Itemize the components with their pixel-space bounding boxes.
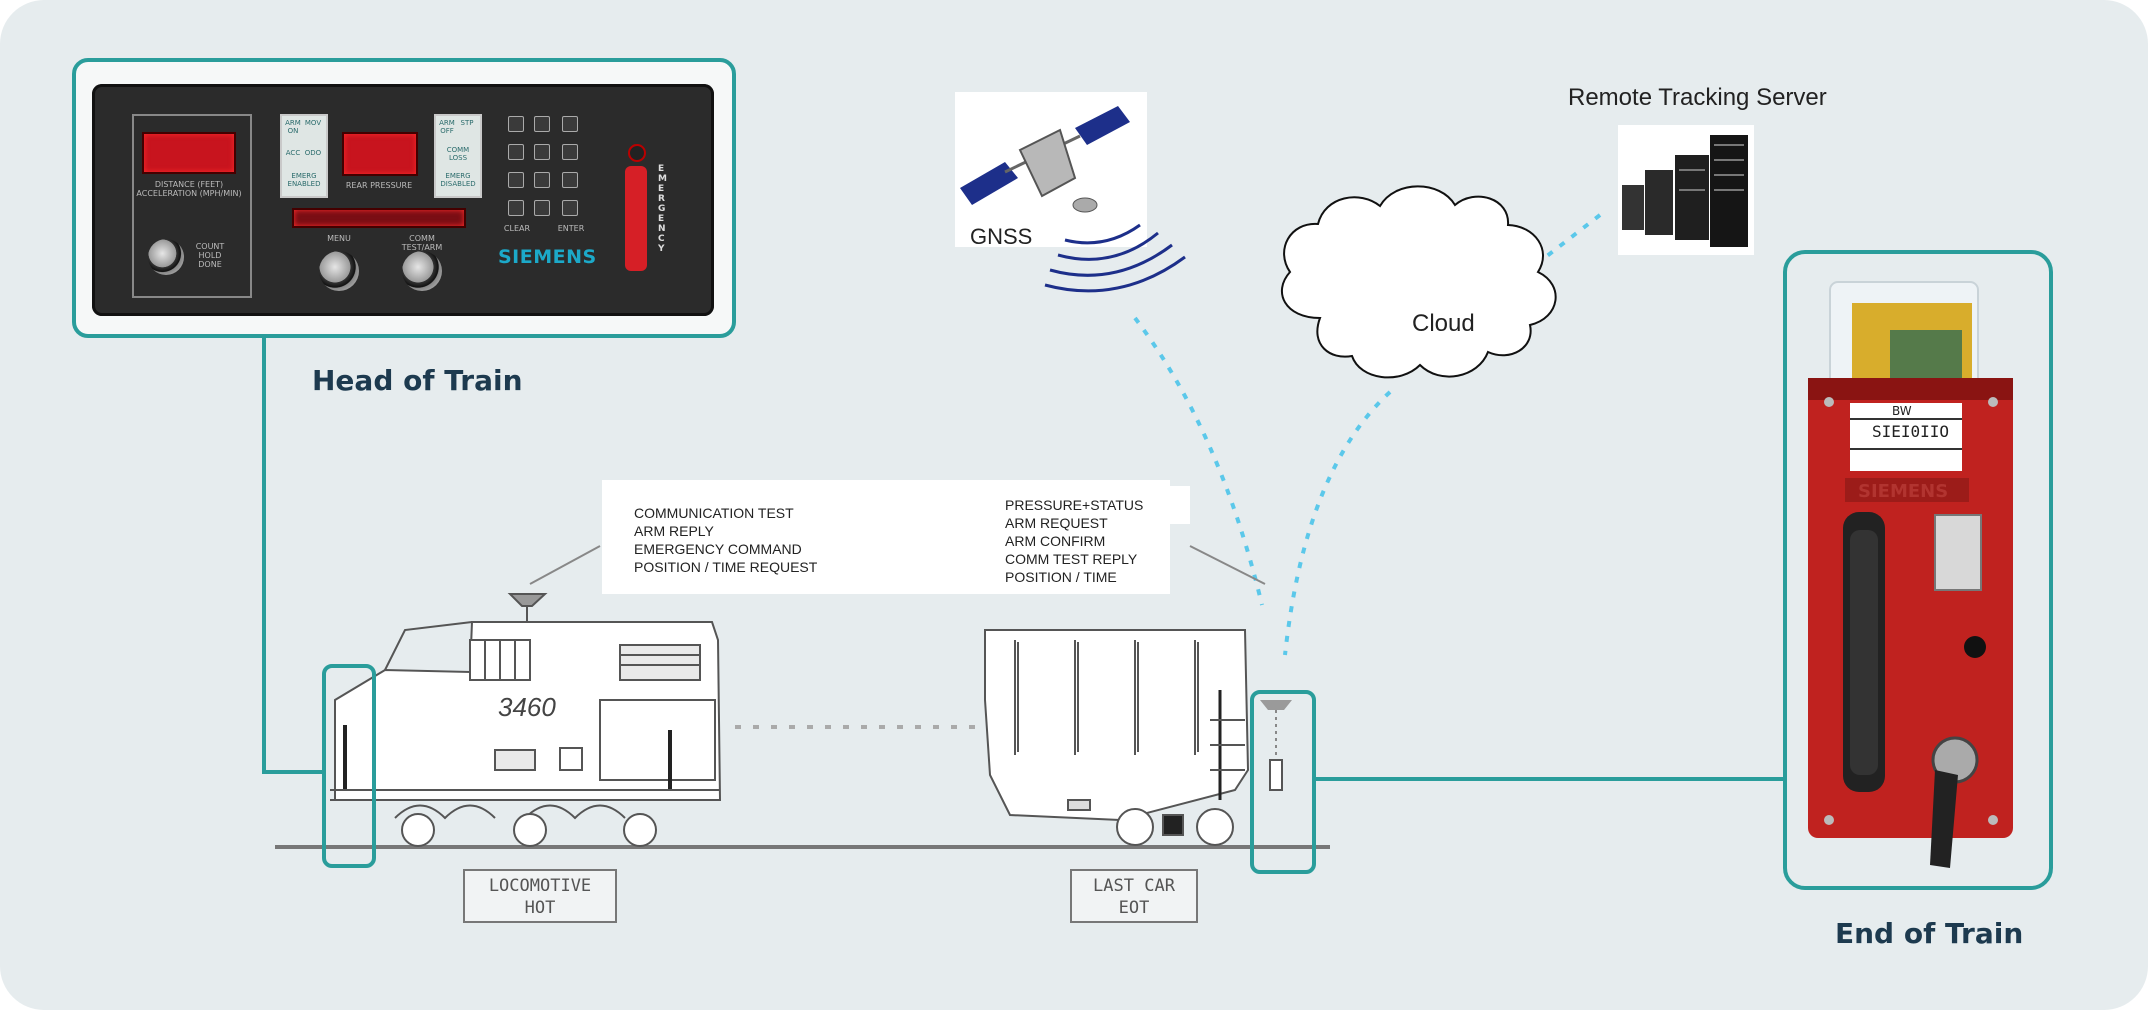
last-car-label-line2: EOT: [1118, 898, 1150, 918]
gnss-signal-link: [1133, 316, 1264, 606]
cloud-shape: [1280, 185, 1557, 379]
message-comm-test: COMMUNICATION TEST: [634, 505, 794, 521]
key-9[interactable]: [562, 172, 578, 188]
rear-pressure-label: REAR PRESSURE: [345, 181, 413, 190]
key-1[interactable]: [508, 116, 524, 132]
hot-message-list: COMMUNICATION TEST ARM REPLY EMERGENCY C…: [634, 504, 817, 576]
enter-label: ENTER: [557, 224, 585, 233]
key-8[interactable]: [534, 172, 550, 188]
emergency-handle[interactable]: [625, 166, 647, 271]
eot-model-label: BW: [1892, 404, 1912, 418]
status-acc: ACC: [285, 149, 301, 157]
eot-marker: [1260, 700, 1292, 710]
gnss-label: GNSS: [970, 224, 1033, 249]
eot-message-pointer: [1189, 545, 1266, 585]
last-car-label: LAST CAR EOT: [1070, 869, 1198, 923]
status-comm-loss: COMM LOSS: [446, 146, 470, 162]
distance-display-section: [132, 114, 252, 298]
key-yes[interactable]: [562, 200, 578, 216]
hot-panel: DISTANCE (FEET) ACCELERATION (MPH/MIN) C…: [92, 84, 714, 316]
status-stp: STP: [460, 119, 474, 127]
status-emerg-enabled: EMERG ENABLED: [287, 172, 321, 188]
comm-test-label: COMM TEST/ARM: [401, 234, 443, 252]
remote-server-label: Remote Tracking Server: [1568, 84, 1827, 111]
server-rack-drawing: [1618, 125, 1754, 255]
eot-message-list: PRESSURE+STATUS ARM REQUEST ARM CONFIRM …: [1005, 496, 1143, 586]
menu-knob[interactable]: [319, 251, 359, 291]
key-5[interactable]: [534, 144, 550, 160]
last-car-label-line1: LAST CAR: [1093, 876, 1175, 896]
key-bs[interactable]: [508, 200, 524, 216]
hopper-car-drawing: [984, 629, 1250, 846]
cloud-signal-link: [1283, 390, 1392, 656]
count-label: COUNT HOLD DONE: [195, 242, 225, 269]
message-emergency-command: EMERGENCY COMMAND: [634, 541, 802, 557]
status-emerg-disabled: EMERG DISABLED: [440, 172, 476, 188]
message-pressure-status: PRESSURE+STATUS: [1005, 497, 1144, 513]
status-odo: ODO: [304, 149, 322, 157]
hot-highlight-frame: [322, 664, 376, 868]
message-position-time-request: POSITION / TIME REQUEST: [634, 559, 818, 575]
distance-label: DISTANCE (FEET) ACCELERATION (MPH/MIN): [136, 180, 242, 198]
eot-device-drawing: [1808, 281, 2013, 868]
message-comm-test-reply: COMM TEST REPLY: [1005, 551, 1138, 567]
status-arm-on: ARM ON: [285, 119, 301, 135]
message-display: [292, 208, 466, 228]
message-arm-request: ARM REQUEST: [1005, 515, 1108, 531]
comm-test-knob[interactable]: [402, 251, 442, 291]
locomotive-label-line2: HOT: [524, 898, 556, 918]
locomotive-drawing: [330, 593, 722, 847]
gnss-satellite-drawing: [955, 92, 1186, 293]
eot-device-frame: [1783, 250, 2053, 890]
locomotive-label: LOCOMOTIVE HOT: [463, 869, 617, 923]
hot-connector-line: [262, 336, 324, 774]
eot-plate-label: SIEI0IIO: [1872, 422, 1950, 441]
end-of-train-heading: End of Train: [1835, 917, 2024, 950]
clear-label: CLEAR: [503, 224, 531, 233]
message-arm-confirm: ARM CONFIRM: [1005, 533, 1106, 549]
key-6[interactable]: [562, 144, 578, 160]
key-3[interactable]: [562, 116, 578, 132]
key-4[interactable]: [508, 144, 524, 160]
eot-highlight-frame: [1250, 690, 1316, 874]
hot-message-pointer: [529, 545, 601, 585]
menu-label: MENU: [327, 234, 351, 243]
eot-brand-label: SIEMENS: [1858, 481, 1949, 502]
key-0[interactable]: [534, 200, 550, 216]
messages-panel: COMMUNICATION TEST ARM REPLY EMERGENCY C…: [602, 480, 1170, 594]
status-grid-left: ARM ON MOV ACC ODO EMERG ENABLED: [280, 114, 328, 198]
hot-brand: SIEMENS: [498, 246, 597, 268]
head-of-train-heading: Head of Train: [312, 364, 523, 397]
status-arm-off: ARM OFF: [439, 119, 455, 135]
count-hold-done-knob[interactable]: [148, 239, 184, 275]
locomotive-label-line1: LOCOMOTIVE: [488, 876, 592, 896]
emergency-handle-base: [628, 144, 646, 162]
locomotive-number: 3460: [498, 692, 556, 722]
message-position-time: POSITION / TIME: [1005, 569, 1117, 585]
messages-panel-tab: [1166, 486, 1190, 524]
cloud-label: Cloud: [1412, 310, 1475, 337]
status-mov: MOV: [304, 119, 322, 127]
key-2[interactable]: [534, 116, 550, 132]
emergency-label: EMERGENCY: [658, 164, 667, 254]
rear-pressure-display: [342, 132, 418, 176]
message-arm-reply: ARM REPLY: [634, 523, 714, 539]
status-grid-right: ARM OFF STP COMM LOSS EMERG DISABLED: [434, 114, 482, 198]
distance-display: [142, 132, 236, 174]
key-7[interactable]: [508, 172, 524, 188]
